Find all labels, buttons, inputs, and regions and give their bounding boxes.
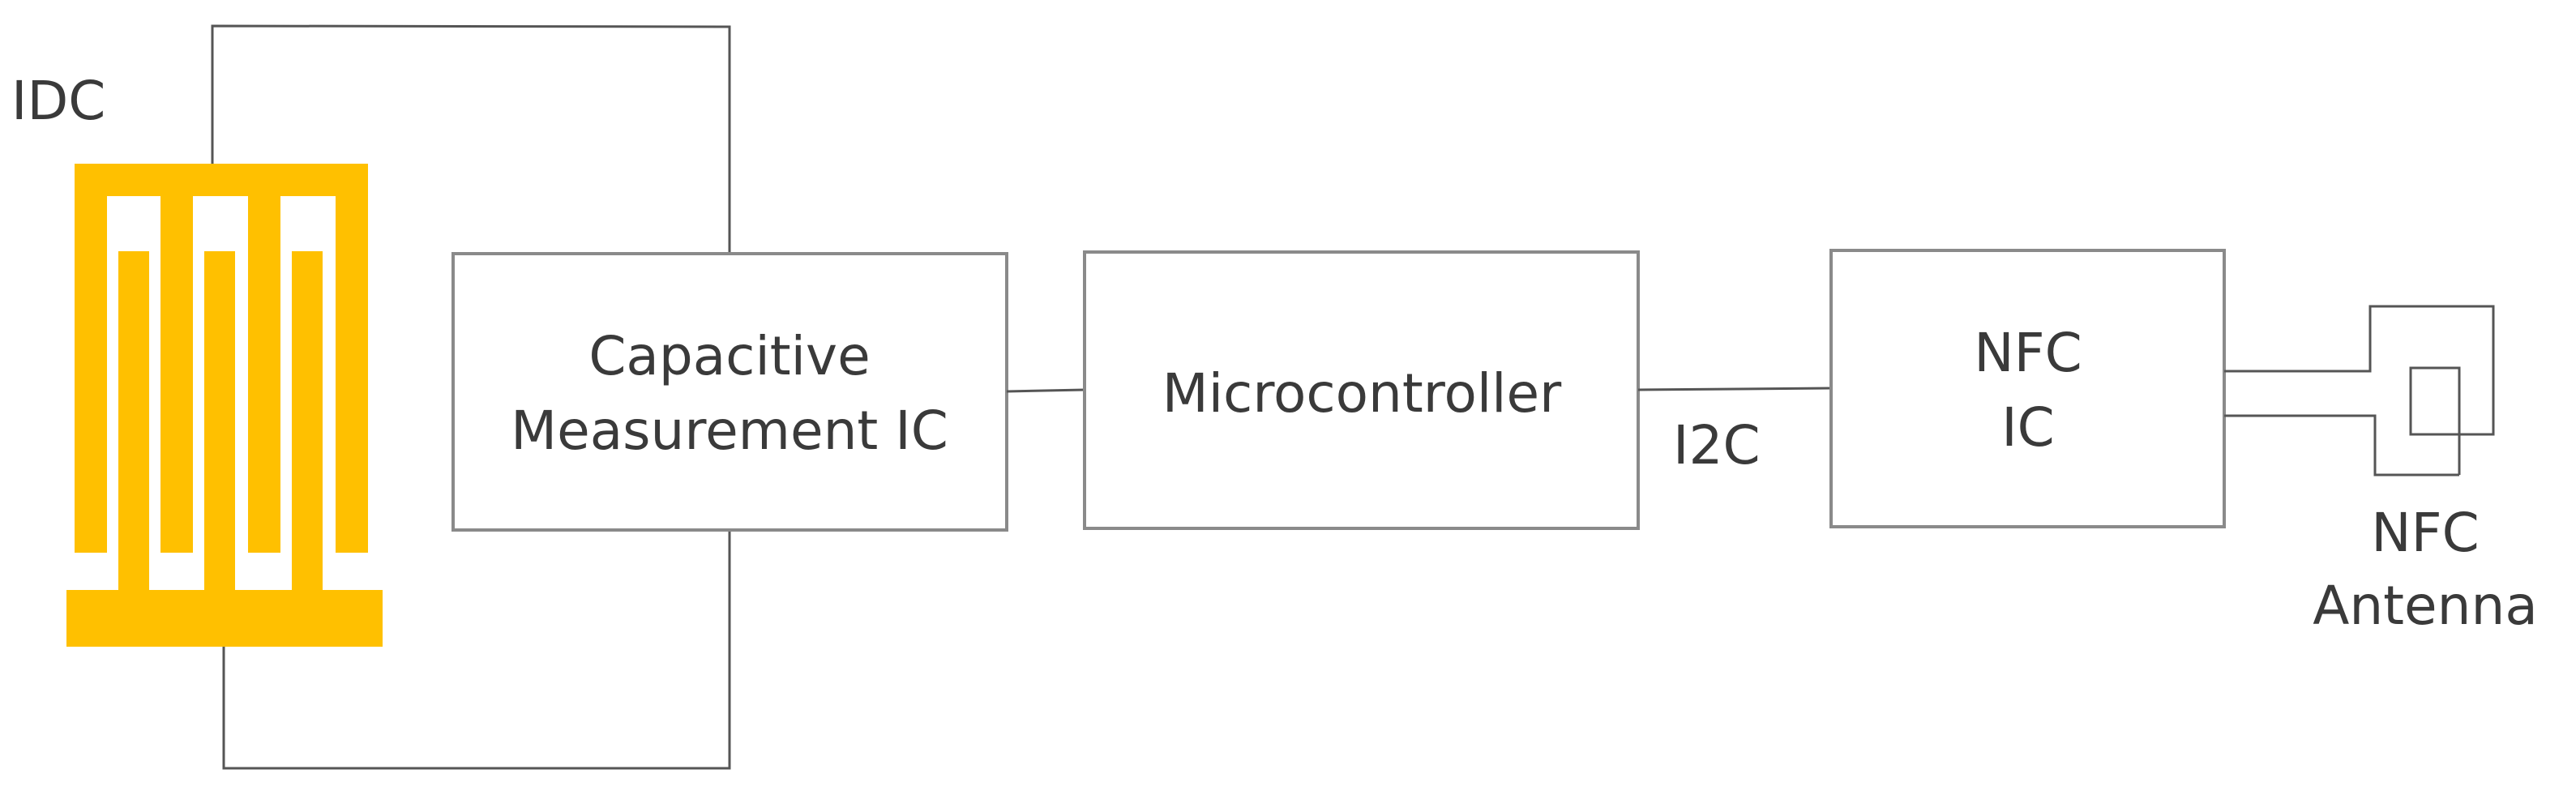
i2c-label: I2C — [1673, 414, 1761, 477]
idc-bottom-wire — [222, 530, 731, 770]
idc-top-finger-4 — [336, 164, 368, 553]
idc-top-finger-3 — [248, 164, 280, 553]
idc-label: IDC — [11, 70, 105, 132]
antenna-label-line2: Antenna — [2313, 575, 2538, 637]
antenna-upper-trace — [2224, 305, 2495, 475]
capacitive-ic-label-line2: Measurement IC — [511, 400, 948, 462]
capacitive-measurement-ic-block — [451, 252, 1008, 532]
idc-top-wire — [211, 24, 731, 254]
antenna-label-line1: NFC — [2371, 502, 2479, 564]
nfc-antenna-symbol — [2224, 305, 2495, 477]
antenna-lower-trace — [2224, 414, 2459, 477]
nfc-ic-label-line1: NFC — [1974, 322, 2082, 384]
cap-to-mcu-wire — [1006, 388, 1085, 393]
capacitive-ic-label-line1: Capacitive — [588, 325, 870, 387]
idc-bottom-finger-1 — [118, 251, 149, 600]
nfc-ic-block — [1829, 249, 2226, 528]
idc-bottom-finger-3 — [292, 251, 323, 600]
idc-electrode — [66, 164, 383, 647]
idc-top-bar — [75, 164, 368, 196]
microcontroller-block — [1083, 250, 1640, 530]
idc-top-finger-1 — [75, 164, 107, 553]
microcontroller-label: Microcontroller — [1162, 362, 1562, 425]
idc-bottom-finger-2 — [204, 251, 235, 600]
idc-top-finger-2 — [160, 164, 193, 553]
nfc-ic-label-line2: IC — [2001, 396, 2055, 459]
i2c-wire — [1637, 387, 1832, 391]
